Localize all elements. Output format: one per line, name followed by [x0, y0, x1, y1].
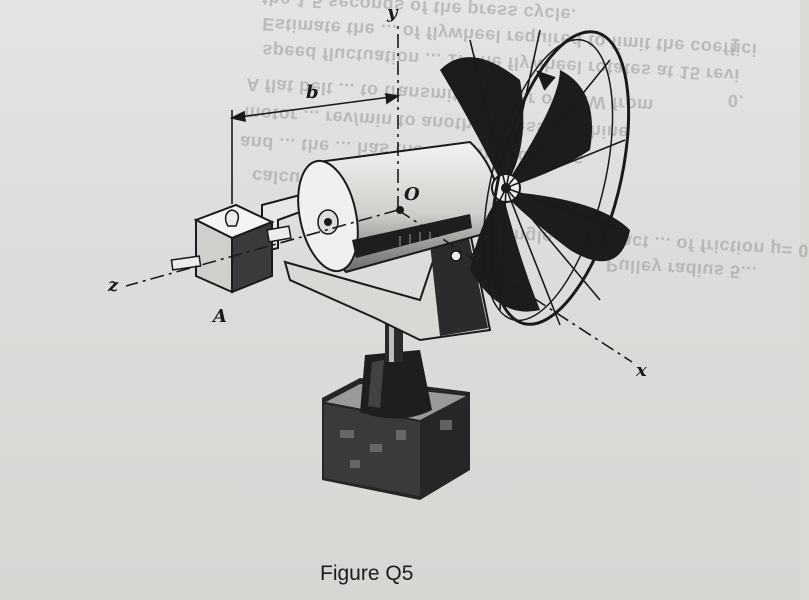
motor-cylinder [297, 140, 501, 274]
bearing-block-a [170, 203, 292, 294]
label-dimension-b: b [306, 82, 319, 103]
label-point-a: A [213, 306, 227, 327]
axis-z [125, 209, 399, 287]
label-origin-o: O [404, 184, 420, 205]
axis-x [397, 209, 633, 363]
label-y-axis: y [387, 2, 398, 23]
dimension-b [229, 93, 401, 204]
label-z-axis: z [108, 275, 119, 296]
figure-caption: Figure Q5 [320, 562, 414, 585]
pedestal-cone [360, 350, 432, 419]
fan-guard [469, 29, 631, 326]
label-x-axis: x [636, 360, 647, 381]
pedestal-base [322, 378, 470, 500]
